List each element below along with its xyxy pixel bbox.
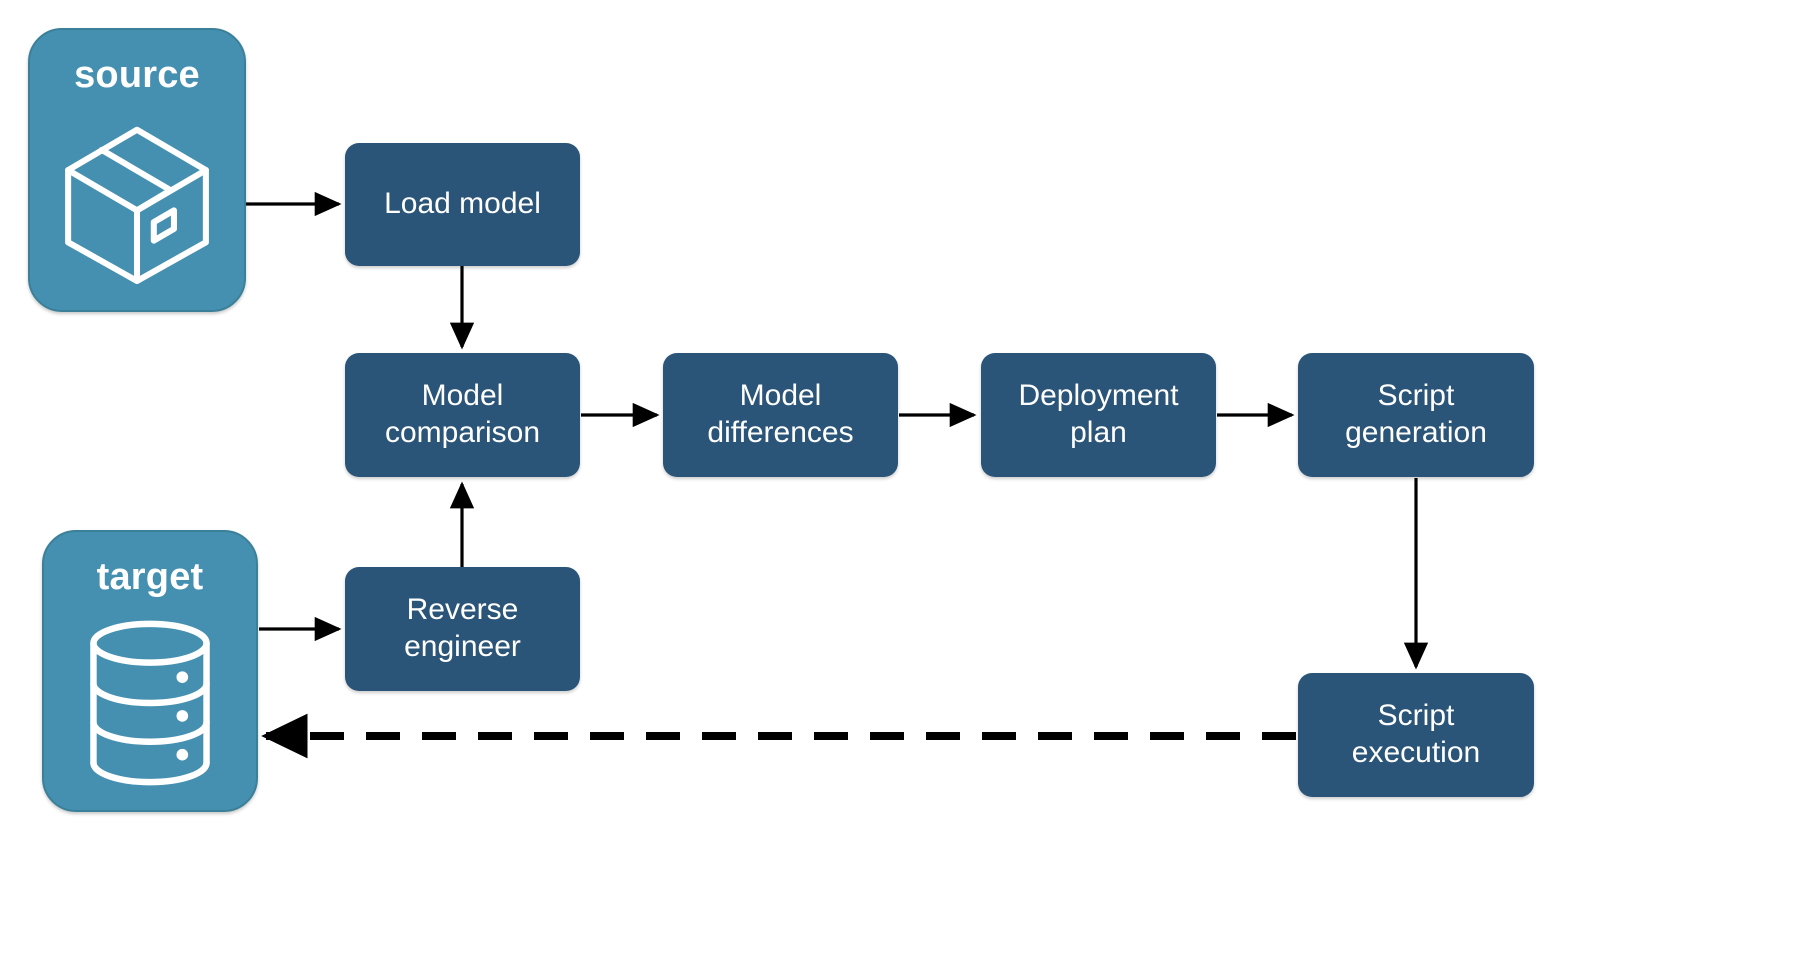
node-target-label: target bbox=[96, 556, 204, 598]
node-deployment-plan[interactable]: Deployment plan bbox=[981, 353, 1216, 477]
node-script-generation-label: Script generation bbox=[1345, 379, 1487, 449]
node-deployment-plan-label: Deployment plan bbox=[1018, 379, 1179, 449]
node-model-comparison-label: Model comparison bbox=[384, 379, 541, 449]
node-model-differences[interactable]: Model differences bbox=[663, 353, 898, 477]
node-load-model[interactable]: Load model bbox=[345, 143, 580, 266]
package-box-icon bbox=[30, 94, 244, 310]
node-load-model-label: Load model bbox=[384, 187, 541, 221]
node-source-label: source bbox=[74, 54, 200, 96]
node-script-execution[interactable]: Script execution bbox=[1298, 673, 1534, 797]
node-model-comparison[interactable]: Model comparison bbox=[345, 353, 580, 477]
database-cylinder-icon bbox=[44, 596, 256, 810]
node-model-differences-label: Model differences bbox=[707, 379, 854, 449]
node-script-execution-label: Script execution bbox=[1351, 699, 1481, 769]
node-target[interactable]: target bbox=[42, 530, 258, 812]
node-source[interactable]: source bbox=[28, 28, 246, 312]
node-reverse-engineer[interactable]: Reverse engineer bbox=[345, 567, 580, 691]
node-reverse-engineer-label: Reverse engineer bbox=[404, 593, 521, 663]
node-script-generation[interactable]: Script generation bbox=[1298, 353, 1534, 477]
